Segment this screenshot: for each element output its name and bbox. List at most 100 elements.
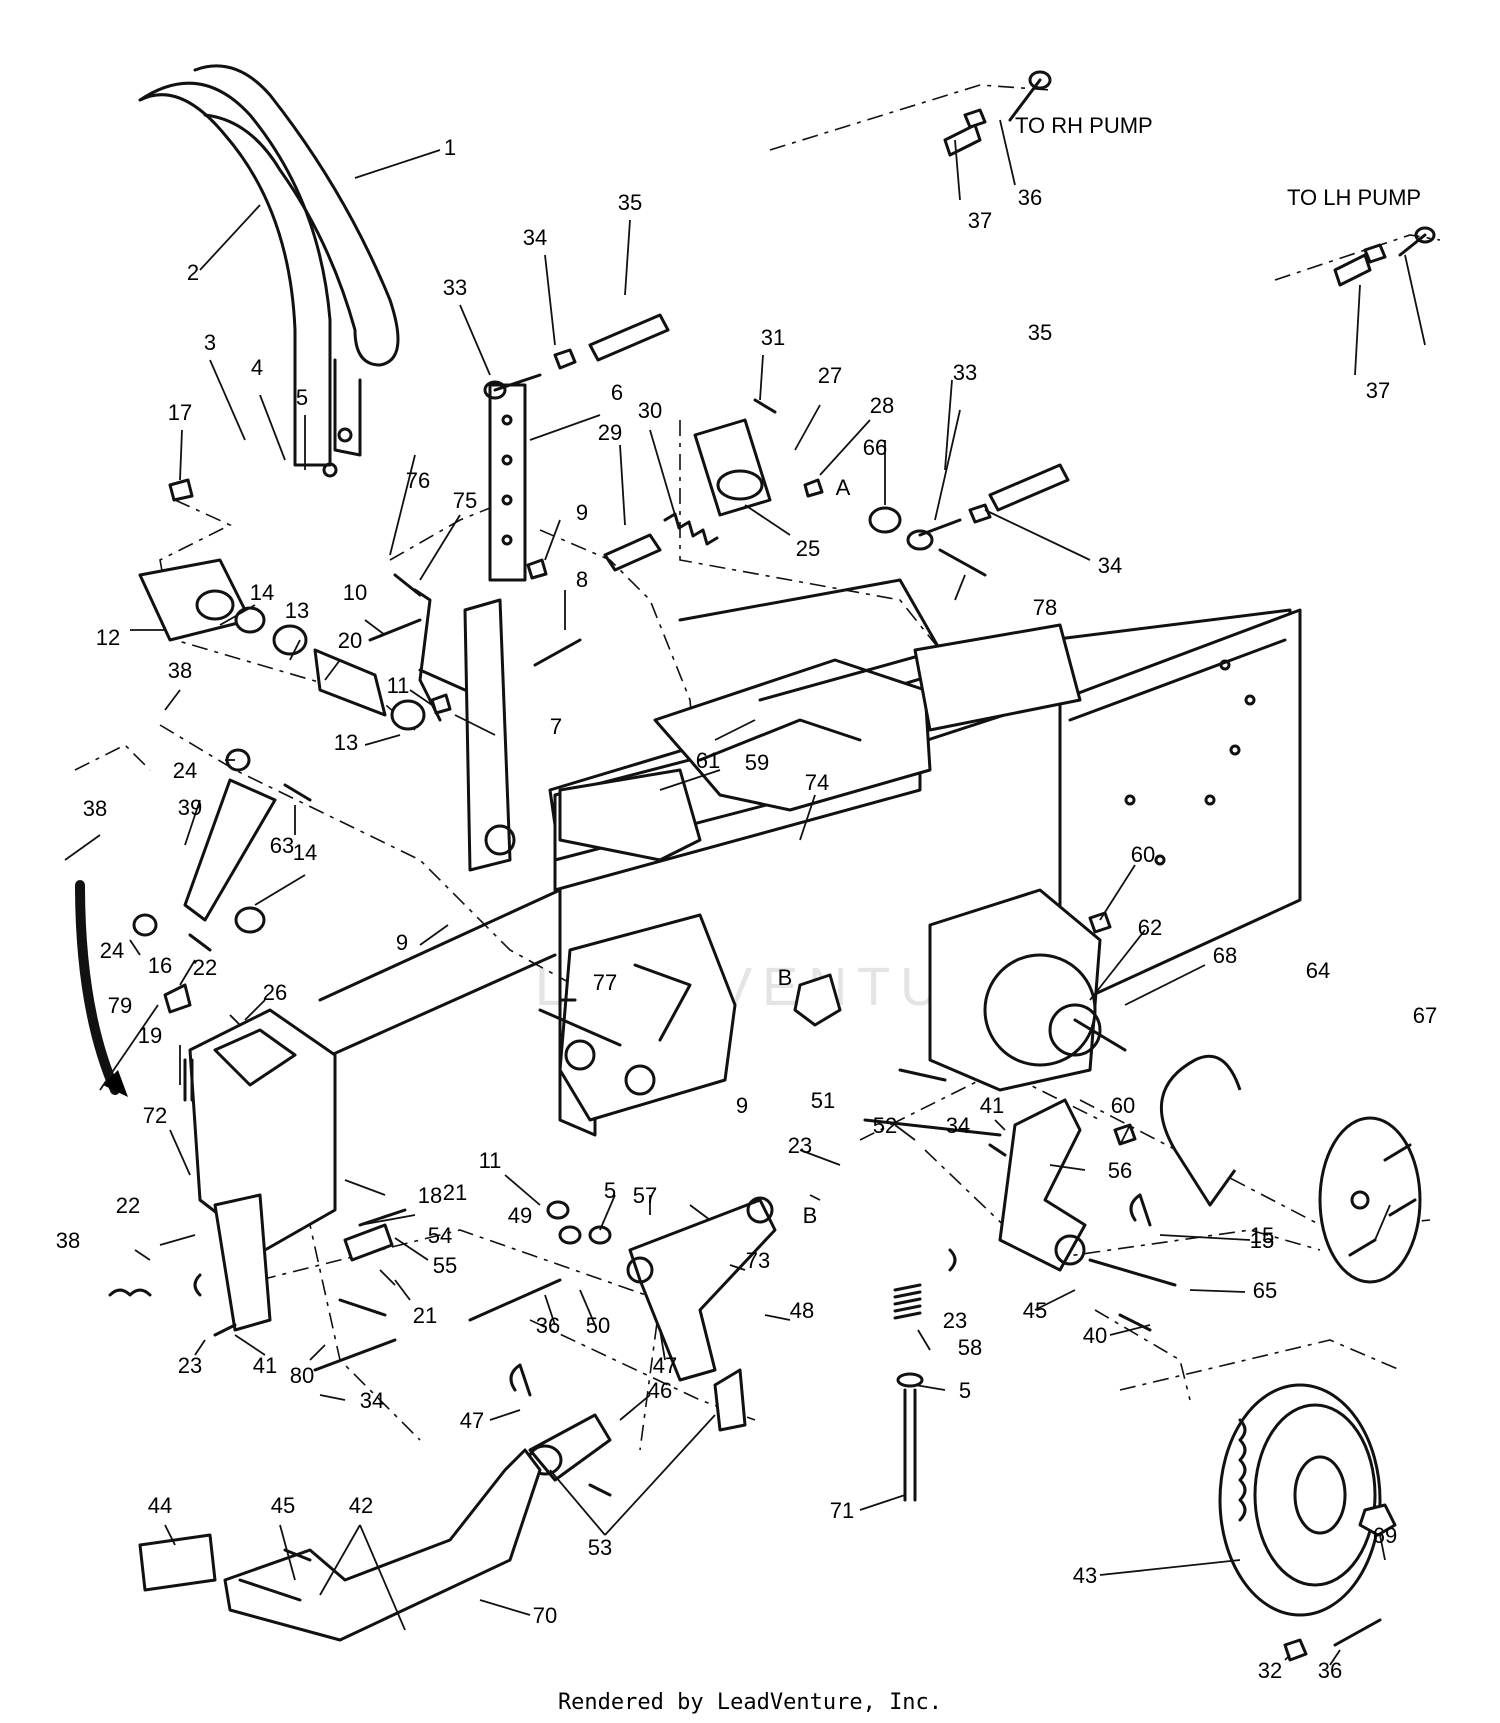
part-label: 80 bbox=[290, 1363, 314, 1388]
part-label: 34 bbox=[523, 225, 547, 250]
part-label: 15 bbox=[1250, 1223, 1274, 1248]
part-label: 43 bbox=[1073, 1563, 1097, 1588]
part-label: 72 bbox=[143, 1103, 167, 1128]
part-label: 75 bbox=[453, 488, 477, 513]
part-label: 30 bbox=[638, 398, 662, 423]
part-label: 55 bbox=[433, 1253, 457, 1278]
part-label: 5 bbox=[959, 1378, 971, 1403]
part-label: 59 bbox=[745, 750, 769, 775]
part-label: 26 bbox=[263, 980, 287, 1005]
part-label: 67 bbox=[1413, 1003, 1437, 1028]
part-label: 41 bbox=[253, 1353, 277, 1378]
part-label: 73 bbox=[746, 1248, 770, 1273]
part-label: 40 bbox=[1083, 1323, 1107, 1348]
part-label: 58 bbox=[958, 1335, 982, 1360]
part-label: 22 bbox=[193, 955, 217, 980]
part-label: 69 bbox=[1373, 1523, 1397, 1548]
part-label: 60 bbox=[1111, 1093, 1135, 1118]
part-label: 1 bbox=[444, 135, 456, 160]
part-label: 23 bbox=[178, 1353, 202, 1378]
part-label: 37 bbox=[1366, 378, 1390, 403]
part-label: 61 bbox=[696, 748, 720, 773]
pump-and-wheel-group bbox=[893, 888, 1422, 1617]
part-label: 45 bbox=[1023, 1298, 1047, 1323]
part-label: 4 bbox=[251, 355, 263, 380]
part-label: 29 bbox=[598, 420, 622, 445]
part-label: B bbox=[803, 1203, 818, 1228]
part-label: 68 bbox=[1213, 943, 1237, 968]
part-label: 45 bbox=[271, 1493, 295, 1518]
part-label: 11 bbox=[387, 673, 410, 698]
part-label: 38 bbox=[56, 1228, 80, 1253]
part-label: 9 bbox=[396, 930, 408, 955]
part-label: 36 bbox=[536, 1313, 560, 1338]
part-label: 79 bbox=[108, 993, 132, 1018]
part-label: 25 bbox=[796, 536, 820, 561]
part-label: 17 bbox=[168, 400, 192, 425]
part-label: 41 bbox=[980, 1093, 1004, 1118]
part-label: 51 bbox=[811, 1088, 835, 1113]
part-label: 46 bbox=[648, 1378, 672, 1403]
part-label: 18 bbox=[418, 1183, 442, 1208]
control-linkage-parts bbox=[132, 70, 1436, 952]
part-label: 66 bbox=[863, 435, 887, 460]
part-label: 2 bbox=[187, 260, 199, 285]
part-label: 22 bbox=[116, 1193, 140, 1218]
to-lh-pump-label: TO LH PUMP bbox=[1287, 185, 1421, 210]
part-label: 47 bbox=[653, 1353, 677, 1378]
part-label: 14 bbox=[250, 580, 274, 605]
part-label: 42 bbox=[349, 1493, 373, 1518]
to-rh-pump-label: TO RH PUMP bbox=[1015, 113, 1153, 138]
part-label: 16 bbox=[148, 953, 172, 978]
part-label: 47 bbox=[460, 1408, 484, 1433]
part-label: 11 bbox=[479, 1148, 502, 1173]
part-label: 56 bbox=[1108, 1158, 1132, 1183]
part-label: 13 bbox=[285, 598, 309, 623]
part-label: 71 bbox=[830, 1498, 854, 1523]
main-frame bbox=[318, 578, 1302, 1137]
part-label: A bbox=[836, 475, 851, 500]
part-label: 5 bbox=[604, 1178, 616, 1203]
part-label: 38 bbox=[83, 796, 107, 821]
part-label: 38 bbox=[168, 658, 192, 683]
part-label: 64 bbox=[1306, 958, 1330, 983]
part-label: 36 bbox=[1318, 1658, 1342, 1683]
part-label: 23 bbox=[788, 1133, 812, 1158]
part-label: 10 bbox=[343, 580, 367, 605]
part-label: 35 bbox=[1028, 320, 1052, 345]
part-label: 21 bbox=[443, 1180, 467, 1205]
part-label: 77 bbox=[593, 970, 617, 995]
part-label: 14 bbox=[293, 840, 317, 865]
part-label: 74 bbox=[805, 770, 829, 795]
part-label: 35 bbox=[618, 190, 642, 215]
part-label: 12 bbox=[96, 625, 120, 650]
callout-leaders bbox=[64, 119, 1426, 1666]
part-label: 76 bbox=[406, 468, 430, 493]
part-label: 34 bbox=[1098, 553, 1122, 578]
part-label: 21 bbox=[413, 1303, 437, 1328]
part-label: 63 bbox=[270, 833, 294, 858]
part-label: 50 bbox=[586, 1313, 610, 1338]
part-number-labels: 1 2 35 34 33 3 4 5 17 76 75 6 31 27 28 3… bbox=[56, 135, 1437, 1683]
steering-handle-assembly bbox=[138, 64, 400, 478]
part-label: 24 bbox=[100, 938, 124, 963]
part-label: 19 bbox=[138, 1023, 162, 1048]
part-label: 8 bbox=[576, 567, 588, 592]
part-label: 39 bbox=[178, 795, 202, 820]
part-label: 34 bbox=[360, 1388, 384, 1413]
part-label: 54 bbox=[428, 1223, 452, 1248]
part-label: 78 bbox=[1033, 595, 1057, 620]
part-label: 62 bbox=[1138, 915, 1162, 940]
footer-credit: Rendered by LeadVenture, Inc. bbox=[557, 1690, 943, 1715]
part-label: 49 bbox=[508, 1203, 532, 1228]
part-label: 5 bbox=[296, 385, 308, 410]
part-label: 57 bbox=[633, 1183, 657, 1208]
part-label: 32 bbox=[1258, 1658, 1282, 1683]
part-label: 7 bbox=[550, 714, 562, 739]
part-label: 36 bbox=[1018, 185, 1042, 210]
part-label: 27 bbox=[818, 363, 842, 388]
part-label: 37 bbox=[968, 208, 992, 233]
part-label: 33 bbox=[953, 360, 977, 385]
part-label: 20 bbox=[338, 628, 362, 653]
part-label: 24 bbox=[173, 758, 197, 783]
